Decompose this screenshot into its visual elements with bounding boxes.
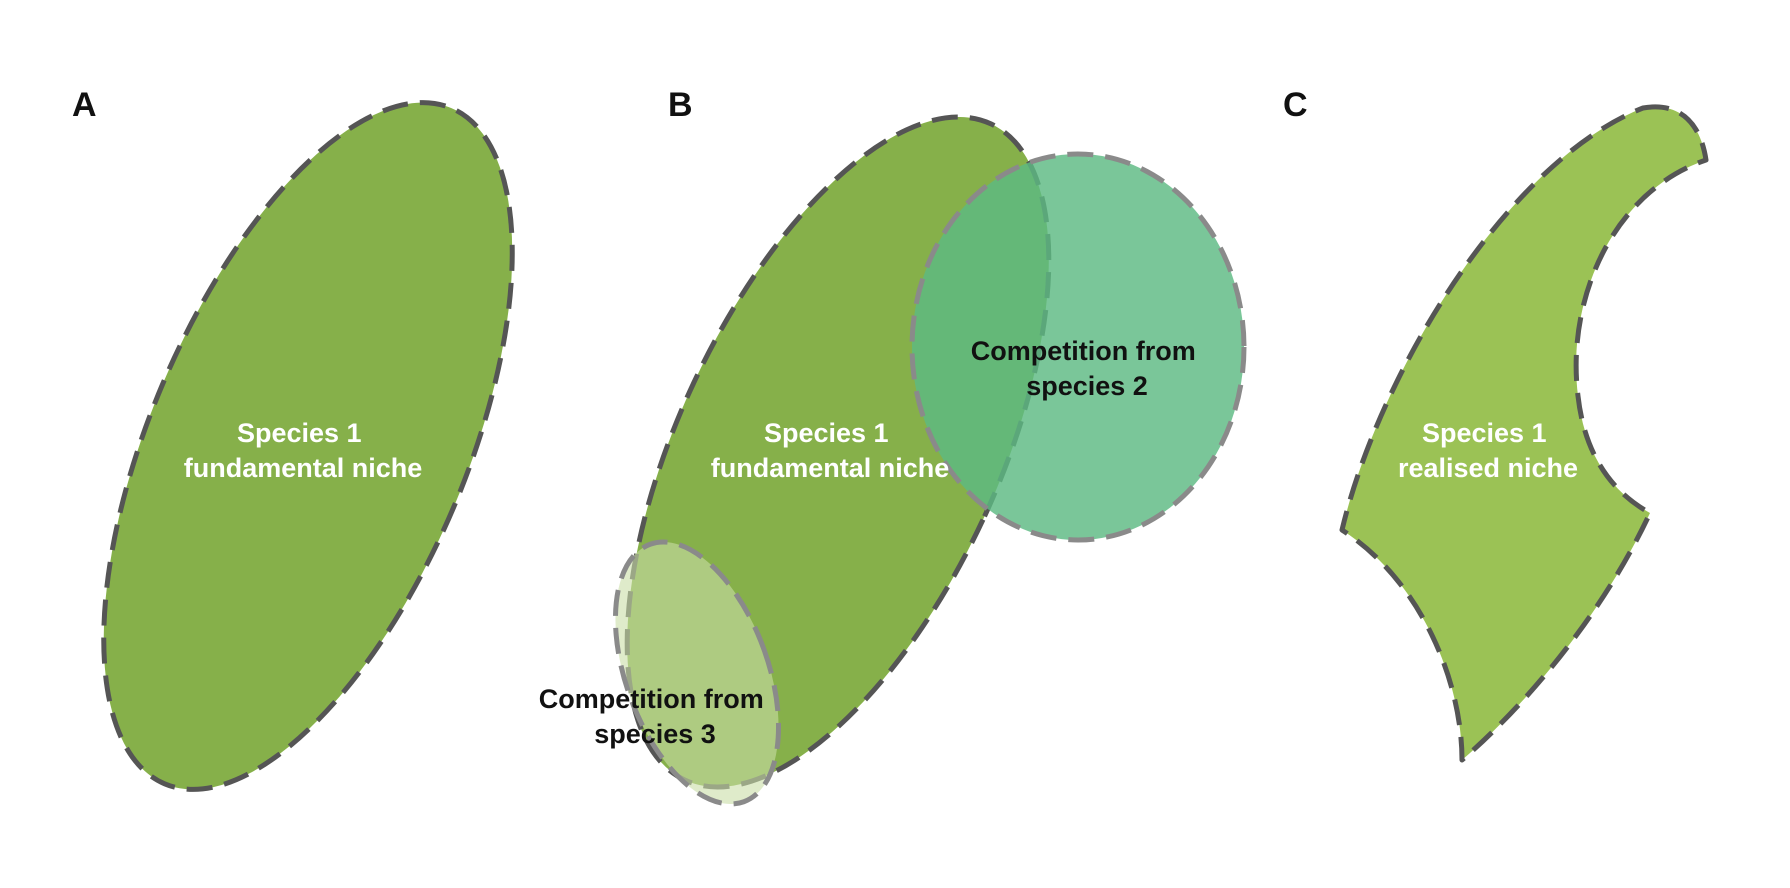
panel-c-letter: C	[1283, 86, 1308, 124]
panel-b-species2-competition-shape	[909, 151, 1247, 543]
panel-b-letter: B	[668, 86, 693, 124]
panel-c-niche-label-line2: realised niche	[1398, 453, 1578, 483]
panel-a-fundamental-niche-shape	[101, 100, 515, 792]
panel-b-species2-label-line1: Competition from	[971, 336, 1196, 366]
panel-c-realised-niche-shape	[1339, 104, 1709, 763]
panel-a-niche-label-line1: Species 1	[237, 418, 362, 448]
panel-a: A Species 1 fundamental niche	[72, 86, 515, 792]
panel-b-species3-competition-shape	[612, 539, 782, 807]
panel-c: C Species 1 realised niche	[1283, 86, 1709, 763]
panel-a-niche-label-line2: fundamental niche	[184, 453, 423, 483]
panel-c-niche-label-line1: Species 1	[1422, 418, 1547, 448]
panel-b-niche-label-line2: fundamental niche	[711, 453, 950, 483]
panel-b-niche-label-line1: Species 1	[764, 418, 889, 448]
panel-b-species2-label: Competition from species 2	[971, 336, 1204, 401]
panel-b-species3-label-line1: Competition from	[539, 684, 764, 714]
panel-c-niche-label: Species 1 realised niche	[1398, 418, 1578, 483]
panel-a-letter: A	[72, 86, 97, 124]
panel-a-niche-label: Species 1 fundamental niche	[184, 418, 423, 483]
panel-b-species2-label-line2: species 2	[1026, 371, 1148, 401]
panel-b-species3-label-line2: species 3	[594, 719, 716, 749]
panel-b-niche-label: Species 1 fundamental niche	[711, 418, 950, 483]
panel-b: B Species 1 fundamental niche Competitio…	[539, 86, 1247, 807]
panel-b-species3-label: Competition from species 3	[539, 684, 772, 749]
